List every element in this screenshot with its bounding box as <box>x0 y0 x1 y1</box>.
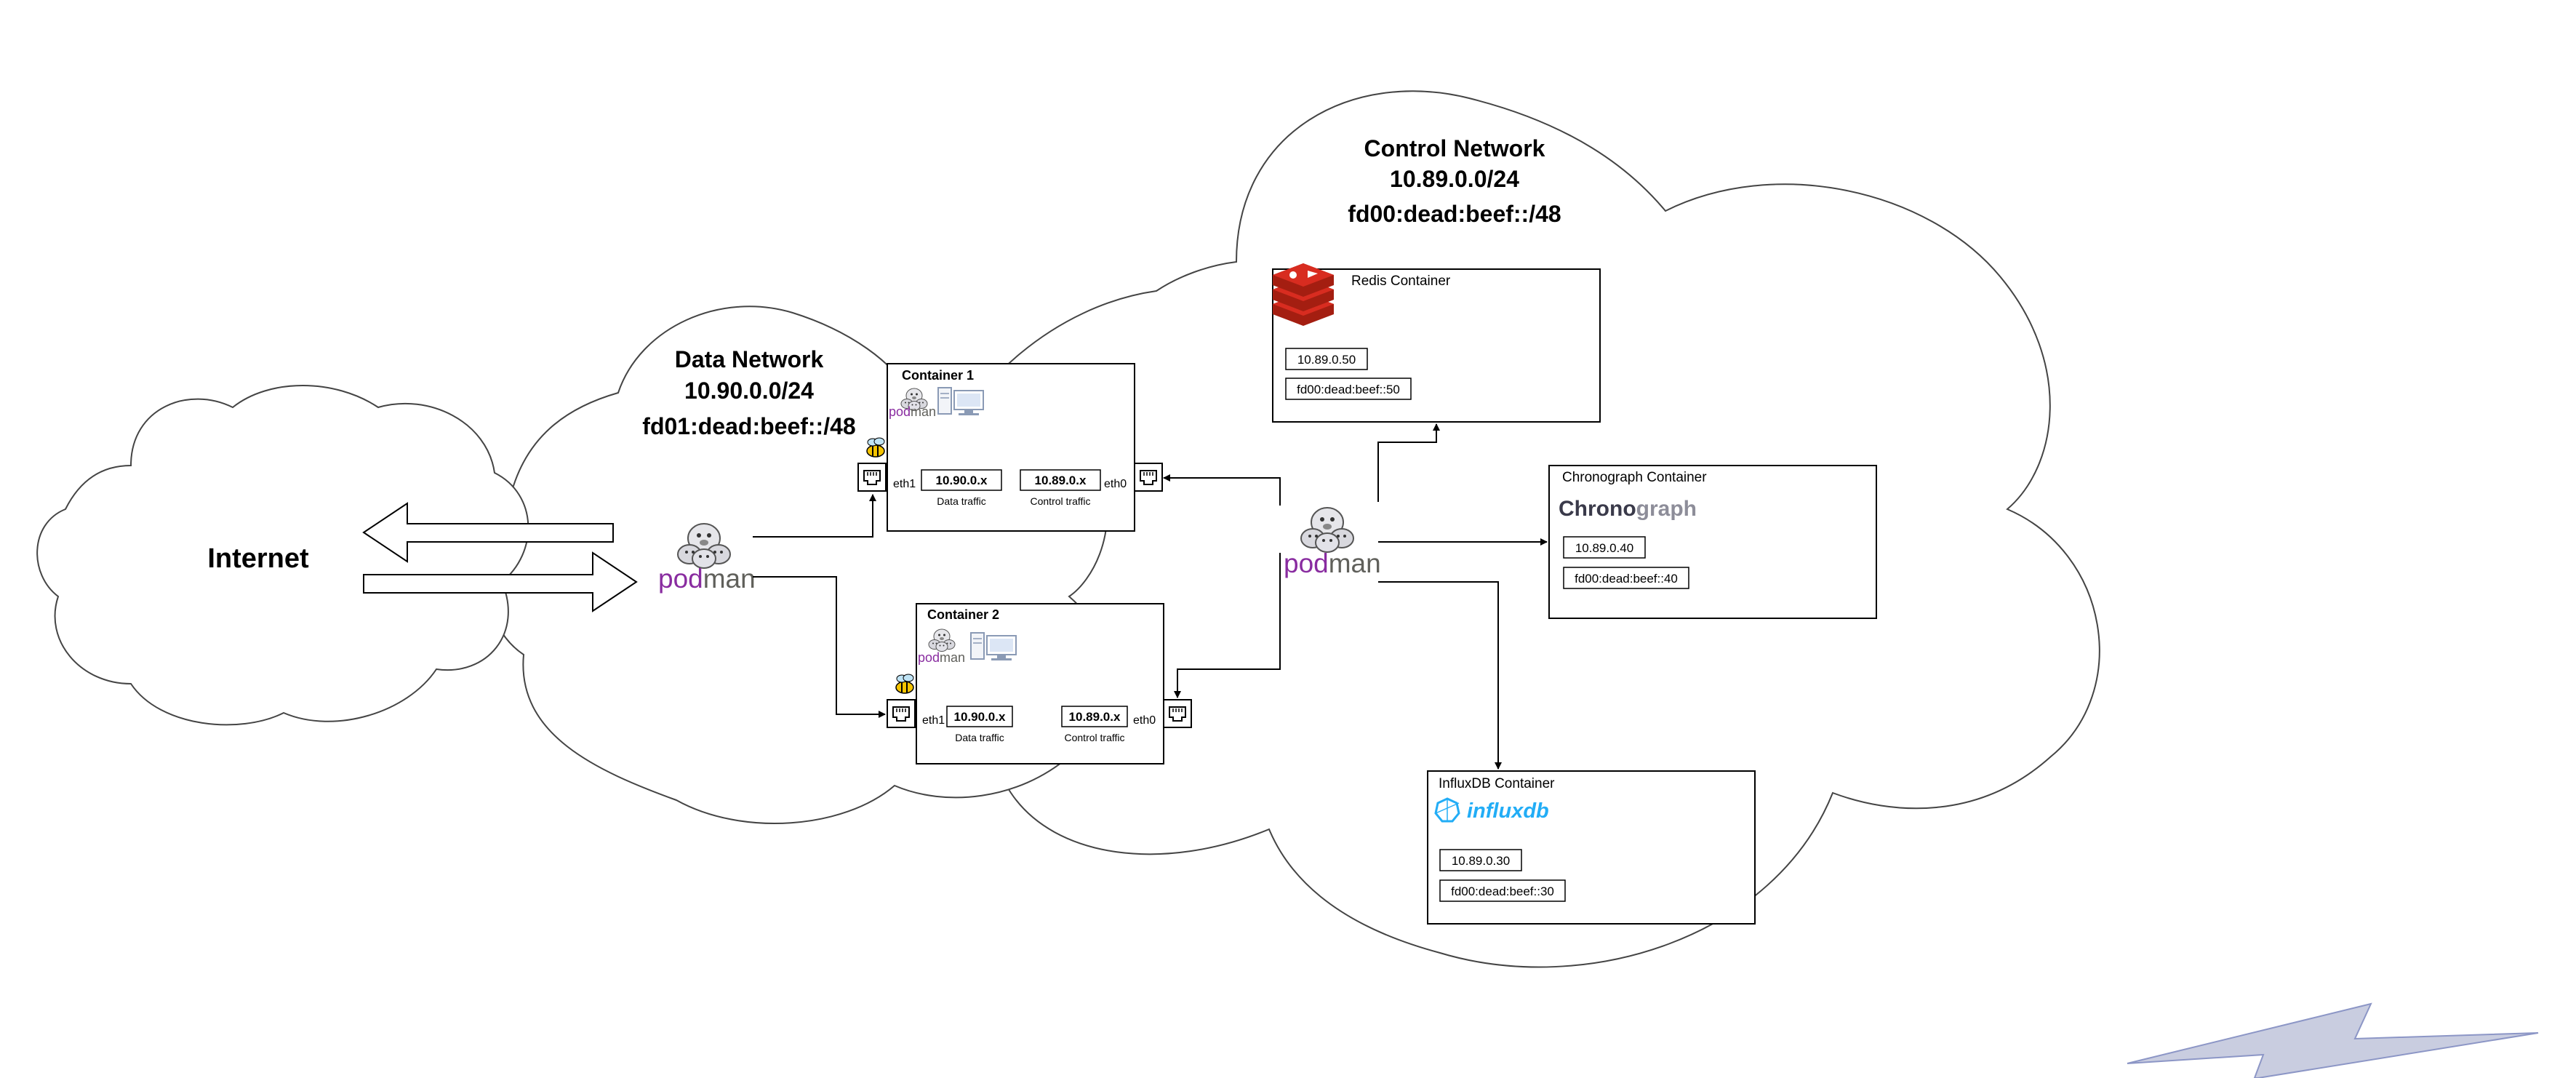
container-2[interactable]: Container 2 podman 10.90.0.x Data traffi… <box>916 603 1164 764</box>
container-1-data-ip: 10.90.0.x <box>936 474 988 487</box>
influxdb-logo-icon <box>1434 797 1460 823</box>
container-1-control-caption: Control traffic <box>1031 495 1091 507</box>
container-2-data-caption: Data traffic <box>955 732 1004 743</box>
outbound-arrow <box>362 502 614 563</box>
chronograph-logo: Chronograph <box>1559 497 1697 521</box>
podman-control-logo: podman <box>1284 507 1381 578</box>
podman-man-text: man <box>1329 548 1381 578</box>
podman-pod-text: pod <box>658 564 703 594</box>
svg-text:podman: podman <box>889 404 936 419</box>
podman-pod-text: pod <box>889 404 911 419</box>
redis-logo-icon <box>1273 263 1334 326</box>
svg-text:podman: podman <box>918 650 965 665</box>
connector-line <box>753 576 886 718</box>
data-network-ipv4: 10.90.0.0/24 <box>684 378 814 404</box>
connectors <box>753 423 1548 770</box>
podman-pod-text: pod <box>918 650 940 665</box>
container-1-eth0-label: eth0 <box>1104 478 1127 490</box>
influxdb-ipv6: fd00:dead:beef::30 <box>1451 885 1554 898</box>
chronograph-title: Chronograph Container <box>1562 470 1707 485</box>
podman-data-logo: podman <box>658 523 756 594</box>
container-2-title: Container 2 <box>927 607 999 622</box>
svg-text:podman: podman <box>1284 548 1381 578</box>
connector-line <box>1377 423 1440 502</box>
podman-man-text: man <box>703 564 756 594</box>
influxdb-title: InfluxDB Container <box>1439 776 1555 791</box>
control-network-name: Control Network <box>1364 135 1545 161</box>
container-1-data-caption: Data traffic <box>937 495 985 507</box>
bee-icon <box>866 437 885 458</box>
ethernet-port-icon <box>857 463 887 492</box>
container-2-control-ip: 10.89.0.x <box>1069 710 1121 724</box>
redis-ipv6: fd00:dead:beef::50 <box>1297 383 1400 396</box>
connector-line <box>753 494 876 538</box>
control-network-ipv4: 10.89.0.0/24 <box>1390 166 1519 192</box>
svg-text:podman: podman <box>658 564 756 594</box>
redis-container[interactable]: Redis Container 10.89.0.50 fd00:dead:bee… <box>1272 263 1601 423</box>
container-1[interactable]: Container 1 podman 10.90.0.x Data traffi… <box>887 363 1135 532</box>
connector-line <box>1174 553 1281 698</box>
container-1-control-ip: 10.89.0.x <box>1035 474 1087 487</box>
redis-ipv4: 10.89.0.50 <box>1297 353 1356 367</box>
container-2-control-caption: Control traffic <box>1065 732 1125 743</box>
lightning-icon <box>2127 1002 2539 1078</box>
internet-cloud <box>36 385 529 726</box>
ethernet-port-icon <box>1163 699 1192 728</box>
influxdb-container[interactable]: InfluxDB Container influxdb 10.89.0.30 f… <box>1427 770 1756 925</box>
ethernet-port-icon <box>1134 463 1163 492</box>
container-2-data-ip: 10.90.0.x <box>954 710 1006 724</box>
data-network-ipv6: fd01:dead:beef::/48 <box>642 413 855 439</box>
influxdb-ipv4: 10.89.0.30 <box>1452 854 1510 868</box>
chronograph-container[interactable]: Chronograph Container Chronograph 10.89.… <box>1548 465 1877 619</box>
container-2-eth1-label: eth1 <box>922 714 945 727</box>
connector-line <box>1378 581 1502 770</box>
container-1-eth1-label: eth1 <box>893 478 916 490</box>
inbound-arrow <box>363 551 638 612</box>
chronograph-ipv6: fd00:dead:beef::40 <box>1575 572 1678 586</box>
podman-man-text: man <box>911 404 936 419</box>
influxdb-logo-text: influxdb <box>1467 799 1549 823</box>
podman-man-text: man <box>940 650 965 665</box>
control-network-ipv6: fd00:dead:beef::/48 <box>1348 201 1561 227</box>
redis-title: Redis Container <box>1351 274 1451 289</box>
connector-line <box>1163 474 1281 506</box>
podman-pod-text: pod <box>1284 548 1329 578</box>
chronograph-ipv4: 10.89.0.40 <box>1575 541 1633 555</box>
ethernet-port-icon <box>887 699 916 728</box>
data-network-name: Data Network <box>675 346 824 372</box>
container-1-title: Container 1 <box>902 368 974 383</box>
bee-icon <box>895 674 914 694</box>
internet-label: Internet <box>207 543 309 574</box>
container-2-eth0-label: eth0 <box>1133 714 1156 727</box>
